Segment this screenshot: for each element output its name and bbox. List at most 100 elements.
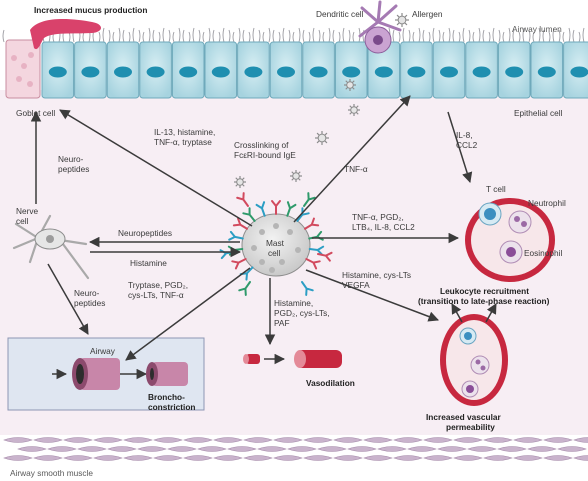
smooth-muscle-cell bbox=[243, 437, 273, 443]
smooth-muscle-cell bbox=[437, 446, 467, 452]
smooth-muscle-cell bbox=[137, 446, 167, 452]
label-nerve-cell-2: cell bbox=[16, 216, 29, 226]
smooth-muscle-cell bbox=[227, 446, 257, 452]
smooth-muscle-cell bbox=[93, 455, 123, 461]
ige-receptor bbox=[236, 192, 249, 207]
nucleus bbox=[440, 66, 458, 78]
label-neutrophil: Neutrophil bbox=[528, 198, 566, 208]
label-airway: Airway bbox=[90, 346, 116, 356]
smooth-muscle-cell bbox=[287, 446, 317, 452]
cilia bbox=[2, 27, 585, 43]
smooth-muscle-cell bbox=[273, 437, 303, 443]
label-mast-top-1: IL-13, histamine, bbox=[154, 127, 215, 137]
smooth-muscle-cell bbox=[317, 446, 347, 452]
ige-receptor bbox=[286, 201, 297, 217]
label-airway-lumen: Airway lumen bbox=[512, 24, 562, 34]
label-il8-2: CCL2 bbox=[456, 140, 478, 150]
smooth-muscle-cell bbox=[3, 455, 33, 461]
ige-receptor bbox=[255, 201, 266, 217]
label-airway-mediators-2: cys-LTs, TNF-α bbox=[128, 290, 184, 300]
neutrophil bbox=[508, 210, 532, 234]
smooth-muscle-cell bbox=[497, 446, 527, 452]
smooth-muscle-cell bbox=[183, 437, 213, 443]
label-il8-1: IL-8, bbox=[456, 130, 473, 140]
smooth-muscle-cell bbox=[363, 437, 393, 443]
label-recruit-mediators-2: LTB₄, IL-8, CCL2 bbox=[352, 222, 415, 232]
label-t-cell: T cell bbox=[486, 184, 506, 194]
mucus-blob bbox=[30, 19, 101, 50]
smooth-muscle-cell bbox=[17, 446, 47, 452]
label-neuropeptides-down-2: peptides bbox=[74, 298, 105, 308]
smooth-muscle-cell bbox=[257, 446, 287, 452]
smooth-muscle-cell bbox=[573, 437, 588, 443]
label-allergen: Allergen bbox=[412, 9, 443, 19]
nucleus bbox=[81, 66, 100, 78]
smooth-muscle-cell bbox=[333, 455, 363, 461]
label-neuropeptides-up-1: Neuro- bbox=[58, 154, 84, 164]
label-eosinophil: Eosinophil bbox=[524, 248, 562, 258]
label-smooth-muscle: Airway smooth muscle bbox=[10, 468, 93, 478]
label-recruit-mediators-1: TNF-α, PGD₂, bbox=[352, 212, 404, 222]
label-vaso-mediators-3: PAF bbox=[274, 318, 290, 328]
granule bbox=[279, 259, 285, 265]
allergen bbox=[234, 176, 246, 188]
smooth-muscle-cell bbox=[47, 446, 77, 452]
smooth-muscle-cell bbox=[3, 437, 33, 443]
smooth-muscle-cell bbox=[363, 455, 393, 461]
granule bbox=[251, 245, 257, 251]
nucleus bbox=[537, 66, 556, 78]
smooth-muscle-cell bbox=[213, 437, 243, 443]
permeability-vessel bbox=[440, 303, 508, 406]
epithelium bbox=[41, 41, 588, 99]
smooth-muscle-cell bbox=[153, 455, 183, 461]
label-neuropeptides-horizontal: Neuropeptides bbox=[118, 228, 172, 238]
smooth-muscle-cell bbox=[303, 455, 333, 461]
smooth-muscle-layer bbox=[3, 437, 588, 461]
mast-cell bbox=[219, 192, 333, 296]
smooth-muscle-cell bbox=[423, 437, 453, 443]
granule bbox=[295, 247, 301, 253]
smooth-muscle-cell bbox=[557, 446, 587, 452]
nucleus bbox=[48, 66, 67, 78]
ige-receptor bbox=[271, 200, 281, 215]
dendritic-cell bbox=[358, 0, 402, 54]
vasodilation-vessels bbox=[243, 350, 342, 368]
label-crosslinking-2: FcεRI-bound IgE bbox=[234, 150, 296, 160]
label-goblet-cell: Goblet cell bbox=[16, 108, 55, 118]
nucleus bbox=[342, 66, 361, 78]
smooth-muscle-cell bbox=[107, 446, 137, 452]
smooth-muscle-cell bbox=[543, 437, 573, 443]
smooth-muscle-cell bbox=[63, 437, 93, 443]
nucleus bbox=[244, 66, 263, 78]
smooth-muscle-cell bbox=[347, 446, 377, 452]
label-histamine-horizontal: Histamine bbox=[130, 258, 167, 268]
smooth-muscle-cell bbox=[123, 455, 153, 461]
ige-receptor bbox=[317, 251, 333, 262]
nucleus bbox=[179, 66, 198, 78]
label-vaso-mediators-1: Histamine, bbox=[274, 298, 313, 308]
ige-receptor bbox=[301, 281, 314, 296]
nucleus bbox=[309, 66, 328, 78]
smooth-muscle-cell bbox=[273, 455, 303, 461]
label-neuropeptides-down-1: Neuro- bbox=[74, 288, 100, 298]
smooth-muscle-cell bbox=[543, 455, 573, 461]
nucleus bbox=[277, 66, 295, 78]
ige-receptor bbox=[305, 258, 321, 270]
smooth-muscle-cell bbox=[467, 446, 497, 452]
label-airway-mediators-1: Tryptase, PGD₂, bbox=[128, 280, 188, 290]
smooth-muscle-cell bbox=[93, 437, 123, 443]
label-mast-top-2: TNF-α, tryptase bbox=[154, 137, 212, 147]
allergen bbox=[315, 131, 329, 145]
smooth-muscle-cell bbox=[243, 455, 273, 461]
label-vasodilation: Vasodilation bbox=[306, 378, 355, 388]
ige-receptor bbox=[228, 230, 244, 241]
smooth-muscle-cell bbox=[423, 455, 453, 461]
smooth-muscle-cell bbox=[527, 446, 557, 452]
smooth-muscle-cell bbox=[333, 437, 363, 443]
allergen bbox=[395, 13, 409, 27]
allergen bbox=[290, 170, 302, 182]
smooth-muscle-cell bbox=[407, 446, 437, 452]
label-crosslinking-1: Crosslinking of bbox=[234, 140, 289, 150]
granule bbox=[269, 267, 275, 273]
nucleus bbox=[505, 66, 524, 78]
